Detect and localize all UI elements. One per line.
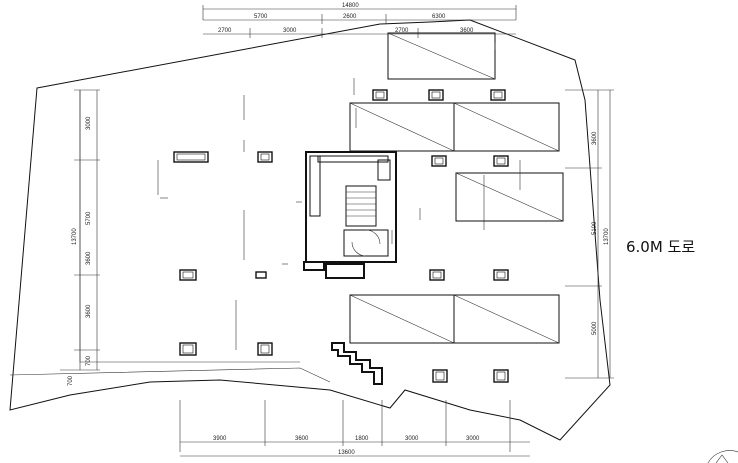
bottom-seg-4: 3000 (405, 436, 419, 442)
right-seg-1: 3600 (592, 131, 598, 145)
top-sub-1: 2700 (218, 28, 232, 34)
fixture-marks (157, 78, 521, 350)
right-dimensions: 3600 5100 5000 13700 (565, 89, 614, 379)
left-dimensions: 13700 3000 5700 3600 3600 700 700 (60, 89, 100, 386)
bottom-seg-3: 1800 (355, 436, 369, 442)
right-seg-2: 5100 (592, 221, 598, 235)
left-seg-3: 3600 (86, 251, 92, 265)
top-sub-4: 3600 (460, 28, 474, 34)
left-seg-6: 700 (68, 375, 74, 386)
top-seg-1: 5700 (254, 14, 268, 20)
right-total-dim: 13700 (604, 228, 610, 245)
top-dimensions: 14800 5700 2600 6300 2700 3000 2700 3600 (202, 3, 517, 38)
site-boundary (9, 19, 611, 441)
road-label: 6.0M 도로 (626, 238, 695, 256)
top-total-dim: 14800 (342, 3, 359, 9)
parking-stalls (349, 32, 564, 344)
top-sub-2: 3000 (283, 28, 297, 34)
left-seg-2: 5700 (86, 211, 92, 225)
bottom-seg-2: 3600 (295, 436, 309, 442)
left-total-dim: 13700 (72, 228, 78, 245)
top-sub-3: 2700 (395, 28, 409, 34)
bottom-seg-5: 3000 (466, 436, 480, 442)
bottom-total-dim: 13600 (338, 450, 355, 456)
entry-steps (331, 342, 383, 385)
left-seg-1: 3000 (86, 116, 92, 130)
left-seg-4: 3600 (86, 304, 92, 318)
lower-boundary (9, 367, 331, 383)
bottom-dimensions: 3900 3600 1800 3000 3000 13600 (179, 400, 530, 457)
top-seg-3: 6300 (432, 14, 446, 20)
top-seg-2: 2600 (343, 14, 357, 20)
north-arrow-icon (707, 450, 738, 463)
right-seg-3: 5000 (592, 321, 598, 335)
bottom-seg-1: 3900 (213, 436, 227, 442)
columns (173, 89, 509, 383)
left-seg-5: 700 (86, 355, 92, 366)
stair-core (303, 151, 397, 279)
inner-boundary (79, 90, 300, 363)
